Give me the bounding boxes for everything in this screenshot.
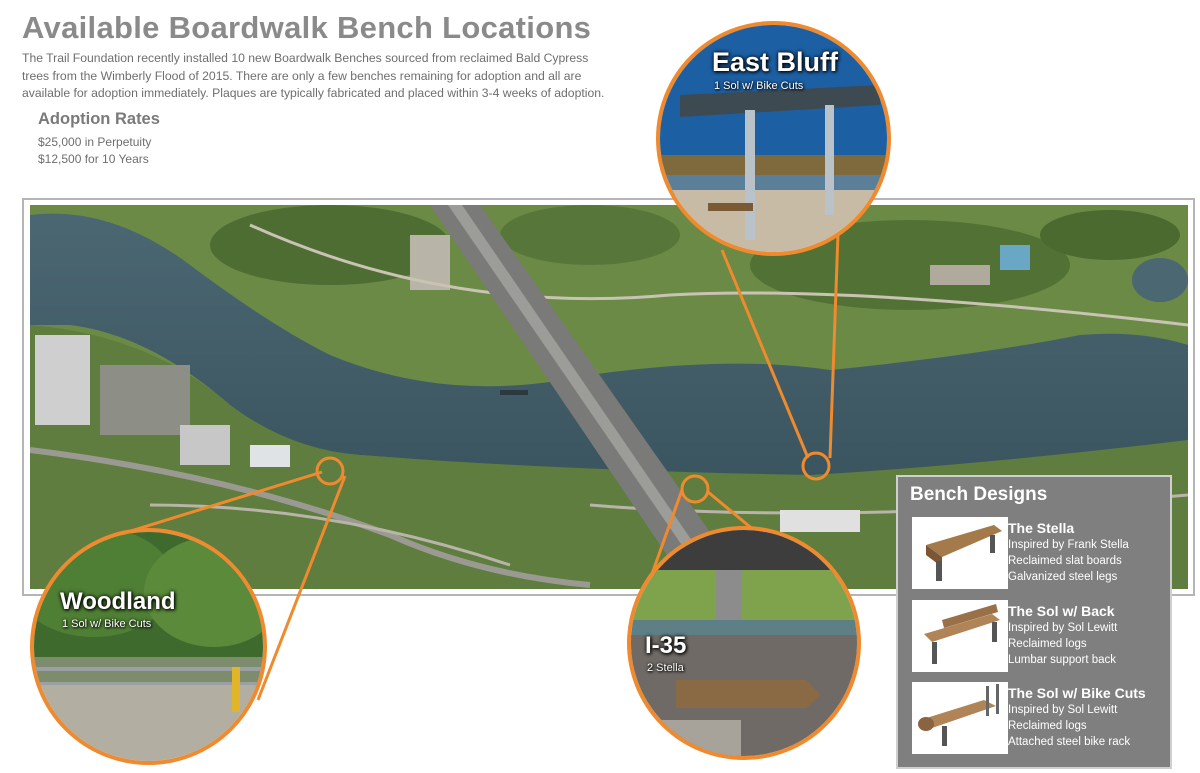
sol-bike-line-3: Attached steel bike rack — [1008, 736, 1131, 748]
sol-bike-bench-icon — [918, 684, 999, 746]
i35-title: I-35 — [645, 632, 687, 659]
sol-back-bench-icon — [924, 604, 1000, 664]
sol-back-thumbnail[interactable] — [912, 600, 1008, 672]
rate-ten-years: $12,500 for 10 Years — [38, 152, 149, 166]
woodland-scene — [34, 532, 263, 761]
sol-bike-line-1: Inspired by Sol Lewitt — [1008, 704, 1118, 716]
sol-bike-thumbnail[interactable] — [912, 682, 1008, 754]
map-frame — [22, 198, 1195, 596]
east-bluff-detail: 1 Sol w/ Bike Cuts — [714, 80, 804, 92]
sol-back-line-1: Inspired by Sol Lewitt — [1008, 622, 1118, 634]
page-title: Available Boardwalk Bench Locations — [22, 10, 592, 45]
stella-bench-icon — [926, 525, 1002, 581]
woodland-detail: 1 Sol w/ Bike Cuts — [62, 618, 152, 630]
bench-designs-panel: Bench Designs The Stella Inspired by Fra… — [896, 475, 1172, 769]
stella-line-1: Inspired by Frank Stella — [1008, 539, 1129, 551]
i35-photo[interactable]: I-35 2 Stella — [627, 526, 861, 760]
sol-back-name: The Sol w/ Back — [1008, 603, 1115, 619]
sol-back-line-3: Lumbar support back — [1008, 654, 1117, 666]
east-bluff-title: East Bluff — [712, 47, 839, 77]
woodland-title: Woodland — [60, 588, 176, 615]
i35-scene — [631, 530, 857, 756]
woodland-photo[interactable]: Woodland 1 Sol w/ Bike Cuts — [30, 528, 267, 765]
sol-bike-line-2: Reclaimed logs — [1008, 720, 1087, 732]
east-bluff-scene — [660, 25, 887, 252]
stella-line-3: Galvanized steel legs — [1008, 571, 1118, 583]
intro-paragraph: The Trail Foundation recently installed … — [22, 51, 605, 100]
sol-bike-name: The Sol w/ Bike Cuts — [1008, 685, 1146, 701]
stella-line-2: Reclaimed slat boards — [1008, 555, 1122, 567]
bench-designs-title: Bench Designs — [910, 484, 1048, 505]
rate-perpetuity: $25,000 in Perpetuity — [38, 135, 152, 149]
east-bluff-photo[interactable]: East Bluff 1 Sol w/ Bike Cuts — [656, 21, 891, 256]
adoption-rates-heading: Adoption Rates — [38, 110, 160, 128]
i35-detail: 2 Stella — [647, 662, 684, 674]
stella-name: The Stella — [1008, 520, 1075, 536]
stella-thumbnail[interactable] — [912, 517, 1008, 589]
sol-back-line-2: Reclaimed logs — [1008, 638, 1087, 650]
